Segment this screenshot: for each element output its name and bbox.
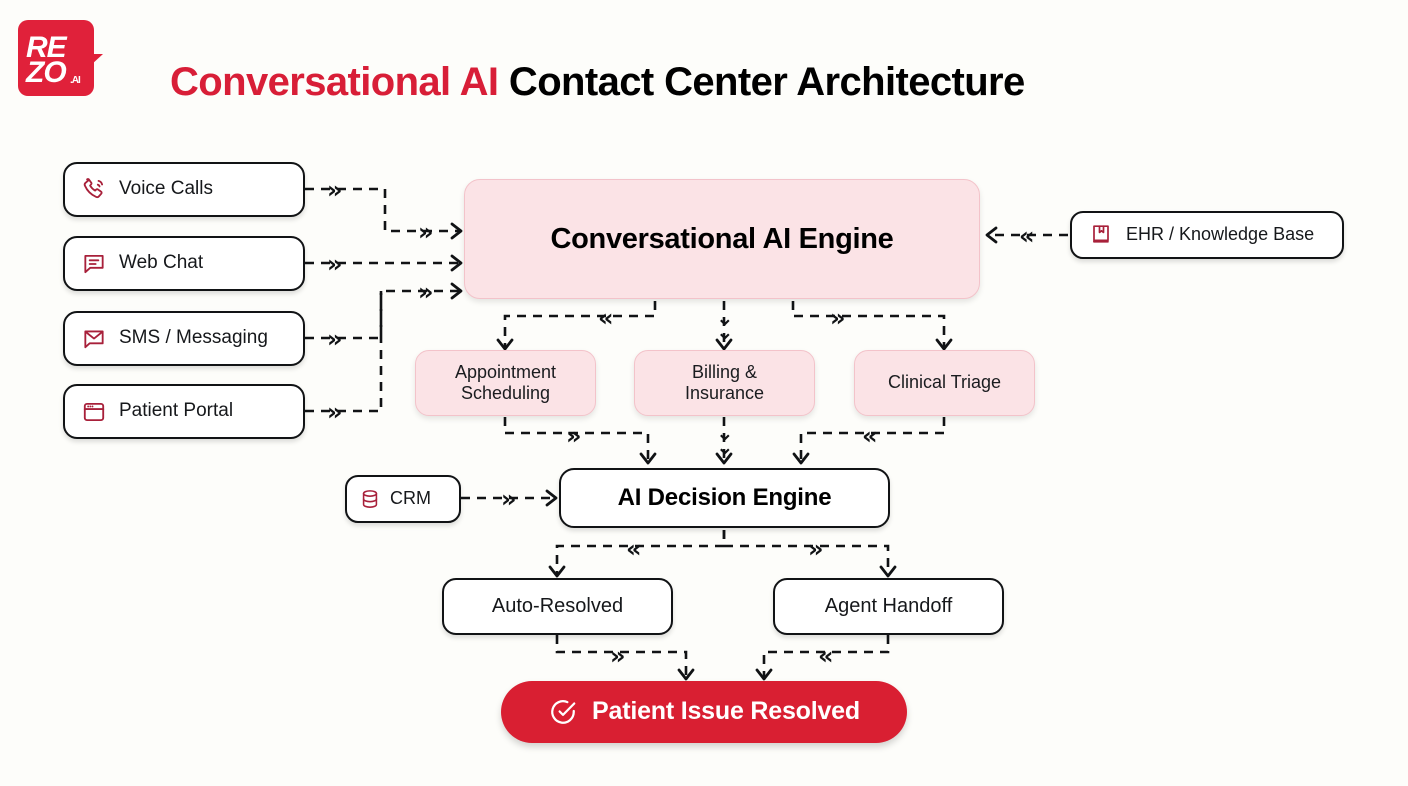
- book-icon: [1088, 222, 1114, 248]
- logo-mark-shape: [18, 20, 94, 96]
- connector-marker-right: »: [830, 304, 846, 332]
- connector-marker-left: «: [626, 535, 642, 563]
- connector-marker-left: «: [862, 422, 878, 450]
- page-title-plain: Contact Center Architecture: [498, 60, 1025, 104]
- connector-marker-right: »: [501, 485, 517, 513]
- capability-label: Billing & Insurance: [684, 361, 765, 403]
- connector-marker-left: «: [1019, 222, 1035, 250]
- channel-node-sms-messaging[interactable]: SMS / Messaging: [63, 311, 305, 366]
- connector-marker-right: »: [808, 535, 824, 563]
- connector-marker-right: »: [418, 218, 434, 246]
- capability-node-appointment-scheduling[interactable]: Appointment Scheduling: [415, 350, 596, 416]
- logo-speech-tail: [91, 54, 103, 65]
- phone-icon: [81, 177, 107, 203]
- ehr-knowledge-base-node[interactable]: EHR / Knowledge Base: [1070, 211, 1344, 259]
- capability-label: Clinical Triage: [887, 372, 1002, 393]
- connector-marker-right: »: [418, 278, 434, 306]
- connector-marker-right: »: [566, 422, 582, 450]
- connector-marker-right: »: [610, 642, 626, 670]
- logo-wordmark: RE ZO .AI: [18, 20, 94, 96]
- outcome-node-auto-resolved[interactable]: Auto-Resolved: [442, 578, 673, 635]
- logo-suffix: .AI: [70, 75, 81, 86]
- channel-node-voice-calls[interactable]: Voice Calls: [63, 162, 305, 217]
- browser-window-icon: [81, 399, 107, 425]
- capability-label: Appointment Scheduling: [454, 361, 557, 403]
- page-title: Conversational AI Contact Center Archite…: [170, 60, 1025, 105]
- database-icon: [359, 488, 381, 510]
- channel-label: SMS / Messaging: [119, 327, 268, 349]
- logo-line-2: ZO: [26, 56, 67, 89]
- capability-node-clinical-triage[interactable]: Clinical Triage: [854, 350, 1035, 416]
- crm-label: CRM: [390, 488, 431, 509]
- check-circle-icon: [548, 697, 578, 727]
- outcome-label: Agent Handoff: [824, 594, 953, 617]
- channel-label: Web Chat: [119, 252, 204, 274]
- outcome-label: Auto-Resolved: [491, 594, 624, 617]
- page-title-accent: Conversational AI: [170, 60, 499, 104]
- logo-line-1: RE: [26, 31, 67, 64]
- envelope-icon: [81, 326, 107, 352]
- patient-issue-resolved-node[interactable]: Patient Issue Resolved: [501, 681, 907, 743]
- rezo-ai-logo: RE ZO .AI: [18, 20, 103, 96]
- chat-bubble-icon: [81, 251, 107, 277]
- outcome-node-agent-handoff[interactable]: Agent Handoff: [773, 578, 1004, 635]
- channel-label: Voice Calls: [119, 178, 213, 200]
- connector-marker-left: «: [598, 304, 614, 332]
- connector-marker-right: »: [327, 176, 343, 204]
- connector-marker-down: ⌄: [716, 421, 734, 445]
- conversational-ai-engine-node[interactable]: Conversational AI Engine: [464, 179, 980, 299]
- decision-engine-label: AI Decision Engine: [617, 483, 832, 511]
- capability-node-billing-insurance[interactable]: Billing & Insurance: [634, 350, 815, 416]
- channel-label: Patient Portal: [119, 400, 234, 422]
- knowledge-base-label: EHR / Knowledge Base: [1126, 224, 1315, 245]
- engine-label: Conversational AI Engine: [550, 222, 894, 255]
- connector-marker-down: ⌄: [716, 435, 734, 459]
- connector-marker-down: ⌄: [716, 320, 734, 344]
- connector-marker-down: ⌄: [716, 306, 734, 330]
- crm-node[interactable]: CRM: [345, 475, 461, 523]
- ai-decision-engine-node[interactable]: AI Decision Engine: [559, 468, 890, 528]
- connector-marker-left: «: [818, 642, 834, 670]
- connector-marker-right: »: [327, 398, 343, 426]
- connector-marker-right: »: [327, 325, 343, 353]
- final-label: Patient Issue Resolved: [592, 697, 860, 726]
- connector-marker-right: »: [327, 250, 343, 278]
- channel-node-patient-portal[interactable]: Patient Portal: [63, 384, 305, 439]
- channel-node-web-chat[interactable]: Web Chat: [63, 236, 305, 291]
